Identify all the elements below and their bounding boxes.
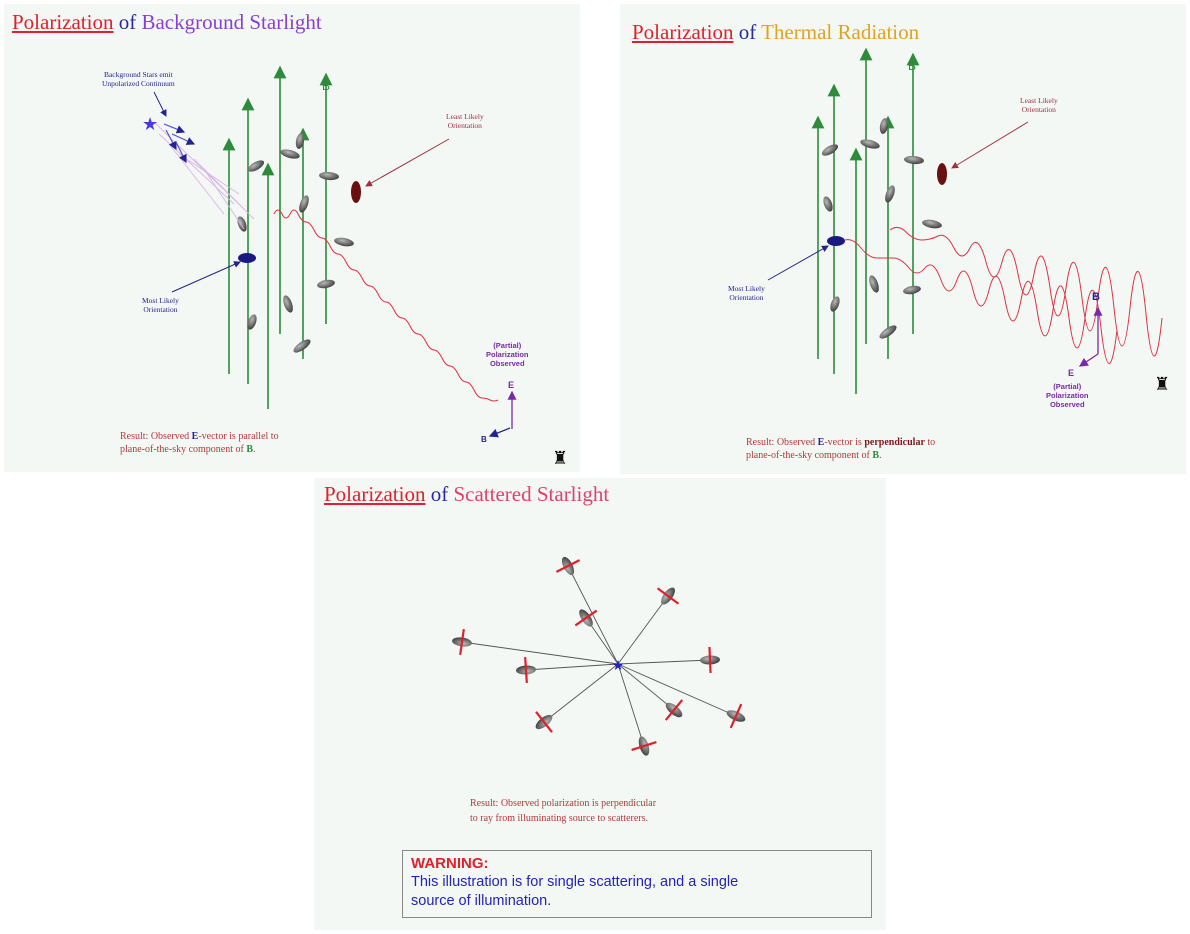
panel2-least-likely-grain — [937, 163, 947, 185]
polarization-vector — [631, 741, 657, 751]
panel1-result-text: Result: Observed E-vector is parallel to… — [120, 431, 279, 455]
panel1-most-likely-label: Most Likely Orientation — [142, 296, 179, 314]
panel1-title-of: of — [118, 10, 137, 34]
telescope-icon: ♜ — [552, 448, 568, 468]
panel2-e-label: E — [1068, 368, 1074, 378]
panel1-e-label: E — [508, 380, 514, 390]
panel2-b-label: B — [908, 59, 916, 73]
panel-scattered-starlight: Polarization of Scattered Starlight ★ Re… — [314, 478, 886, 930]
panel2-most-likely-grain — [827, 236, 845, 246]
panel2-light-wave-2 — [889, 226, 1163, 357]
panel3-title-subject: Scattered Starlight — [453, 482, 610, 506]
polarization-vector — [574, 609, 598, 627]
scatter-ray — [617, 659, 711, 665]
panel1-most-likely-grain — [238, 253, 256, 263]
warning-title: WARNING: — [411, 855, 489, 872]
panel2-field-lines — [811, 47, 920, 394]
polarization-vector — [664, 699, 684, 721]
polarization-vector — [729, 703, 743, 729]
panel1-star-arrows — [163, 123, 196, 164]
scatter-ray — [567, 565, 619, 665]
panel3-title-of: of — [430, 482, 449, 506]
panel1-b-label: B — [322, 79, 330, 93]
panel2-title: Polarization of Thermal Radiation — [632, 20, 919, 45]
warning-line-2: source of illumination. — [411, 893, 552, 909]
scatter-ray — [461, 641, 619, 665]
panel1-title-subject: Background Starlight — [141, 10, 322, 34]
polarization-vector — [708, 646, 712, 674]
panel2-dust-grains — [821, 118, 942, 339]
polarization-vector — [459, 628, 465, 656]
panel1-partial-polarization-label: (Partial) Polarization Observed — [486, 341, 529, 368]
panel2-result-text: Result: Observed E-vector is perpendicul… — [746, 437, 936, 461]
panel3-scatterers — [452, 556, 746, 756]
panel1-diagram: B — [142, 65, 568, 468]
panel3-diagram: ★ — [452, 556, 746, 756]
panel1-title-polarization: Polarization — [12, 10, 114, 34]
scatter-ray — [617, 663, 675, 711]
panel3-title-polarization: Polarization — [324, 482, 426, 506]
panel2-title-polarization: Polarization — [632, 20, 734, 44]
scatter-ray — [525, 663, 619, 671]
illuminating-star-icon: ★ — [612, 659, 625, 674]
scatter-ray — [617, 663, 737, 717]
panel2-title-subject: Thermal Radiation — [761, 20, 920, 44]
scatter-ray — [617, 663, 645, 747]
panel-background-starlight: Polarization of Background Starlight — [4, 4, 580, 472]
panel2-partial-polarization-label: (Partial) Polarization Observed — [1046, 382, 1089, 409]
polarization-vector — [555, 559, 581, 573]
panel2-most-likely-label: Most Likely Orientation — [728, 284, 765, 302]
polarization-vector — [535, 711, 553, 733]
background-star-icon: ★ — [142, 114, 158, 134]
panel2-light-wave-1 — [844, 239, 1118, 364]
scatter-ray — [543, 663, 619, 723]
panel1-least-likely-label: Least Likely Orientation — [446, 112, 484, 130]
panel2-b-small-label: B — [1092, 291, 1100, 303]
panel1-title: Polarization of Background Starlight — [12, 10, 322, 35]
panel2-title-of: of — [738, 20, 757, 44]
panel1-background-stars-label: Background Stars emit Unpolarized Contin… — [102, 70, 175, 88]
panel1-b-small-label: B — [481, 435, 487, 444]
panel3-result-text: Result: Observed polarization is perpend… — [470, 798, 657, 824]
panel1-dust-grains — [237, 133, 354, 353]
telescope-icon: ♜ — [1154, 374, 1170, 394]
panel2-least-likely-label: Least Likely Orientation — [1020, 96, 1058, 114]
warning-box: WARNING: This illustration is for single… — [402, 850, 872, 918]
polarization-vector — [524, 656, 528, 684]
polarization-vector — [656, 587, 680, 605]
panel1-star-rays — [153, 121, 255, 230]
panel2-diagram: B B E ♜ — [767, 47, 1170, 394]
warning-line-1: This illustration is for single scatteri… — [411, 874, 739, 890]
panel1-least-likely-grain — [351, 181, 361, 203]
panel1-light-wave — [273, 209, 499, 402]
panel3-title: Polarization of Scattered Starlight — [324, 482, 609, 507]
scatter-ray — [617, 595, 669, 665]
panel1-field-lines — [222, 65, 333, 409]
panel-thermal-radiation: Polarization of Thermal Radiation — [620, 4, 1186, 474]
